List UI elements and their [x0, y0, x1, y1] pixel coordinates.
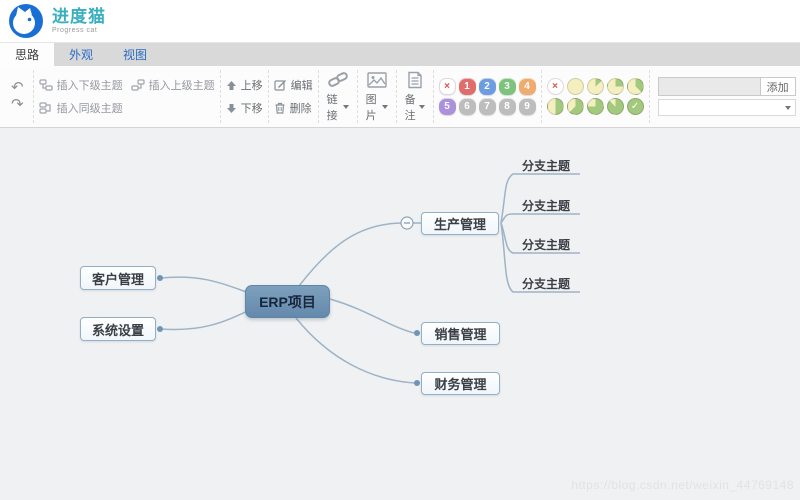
edit-delete-group: 编辑 删除 [269, 70, 319, 123]
priority-1-badge[interactable]: 1 [458, 78, 476, 95]
progress-25-icon[interactable] [606, 78, 624, 95]
link-button[interactable]: 链接 [324, 71, 352, 123]
ribbon-tabbar: 思路 外观 视图 [0, 42, 800, 66]
insert-child-label: 插入下级主题 [56, 80, 123, 92]
link-group: 链接 [319, 70, 358, 123]
image-icon [366, 71, 387, 88]
progress-group: × ✓ [542, 70, 650, 123]
delete-label: 删除 [289, 103, 312, 115]
image-dropdown-caret-icon[interactable] [381, 104, 388, 112]
progress-pies: × ✓ [546, 78, 644, 115]
mindmap-node-sales[interactable]: 销售管理 [421, 322, 500, 345]
arrow-down-icon [226, 103, 236, 113]
redo-icon[interactable]: ↷ [11, 96, 24, 113]
connector-dot [414, 380, 420, 386]
mindmap-node-customer[interactable]: 客户管理 [80, 266, 156, 290]
insert-group: 插入下级主题 插入上级主题 插入同级主题 [34, 70, 221, 123]
priority-9-badge[interactable]: 9 [518, 98, 536, 115]
connector-dot [157, 275, 163, 281]
note-document-icon [407, 71, 422, 88]
add-topic-button[interactable]: 添加 [759, 77, 796, 96]
progress-clear-icon[interactable]: × [546, 78, 564, 95]
delete-button[interactable]: 删除 [274, 98, 313, 118]
connector-dot [414, 330, 420, 336]
add-topic-group: 添加 [650, 70, 800, 123]
priority-6-badge[interactable]: 6 [458, 98, 476, 115]
progress-37-icon[interactable] [626, 78, 644, 95]
progress-50-icon[interactable] [546, 98, 564, 115]
insert-parent-label: 插入上级主题 [148, 80, 215, 92]
header: 进度猫 Progress cat [0, 0, 800, 42]
priority-2-badge[interactable]: 2 [478, 78, 496, 95]
branch-topic-2[interactable]: 分支主题 [521, 199, 570, 213]
move-up-label: 上移 [240, 80, 263, 92]
tab-view[interactable]: 视图 [123, 48, 148, 62]
tab-ideas[interactable]: 思路 [0, 43, 55, 66]
undo-redo-group: ↶ ↷ [2, 70, 34, 123]
image-label: 图片 [365, 93, 377, 122]
move-down-label: 下移 [240, 103, 263, 115]
add-topic-input[interactable] [657, 77, 760, 96]
link-label: 链接 [326, 93, 338, 122]
progress-75-icon[interactable] [586, 98, 604, 115]
progress-12-icon[interactable] [586, 78, 604, 95]
progress-62-icon[interactable] [566, 98, 584, 115]
tab-appearance[interactable]: 外观 [69, 48, 94, 62]
mindmap-node-production[interactable]: 生产管理 [421, 212, 499, 235]
insert-sibling-label: 插入同级主题 [56, 103, 123, 115]
link-dropdown-caret-icon[interactable] [342, 104, 349, 112]
brand-name: 进度猫 [52, 7, 106, 26]
priority-clear-icon[interactable]: × [438, 78, 456, 95]
insert-sibling-icon [38, 102, 51, 114]
mindmap-canvas[interactable]: ERP项目 客户管理 系统设置 生产管理 销售管理 财务管理 分支主题 分支主题… [0, 128, 800, 500]
image-button[interactable]: 图片 [363, 71, 391, 123]
move-up-button[interactable]: 上移 [226, 75, 263, 95]
insert-child-topic-button[interactable]: 插入下级主题 [38, 75, 123, 95]
progress-100-check-icon[interactable]: ✓ [626, 98, 644, 115]
topic-select-dropdown[interactable] [657, 99, 796, 116]
note-group: 备注 [397, 70, 434, 123]
mindmap-node-system[interactable]: 系统设置 [80, 317, 156, 341]
note-dropdown-caret-icon[interactable] [418, 104, 425, 112]
move-group: 上移 下移 [221, 70, 269, 123]
link-chain-icon [327, 71, 348, 87]
edit-button[interactable]: 编辑 [273, 75, 313, 95]
connector-dot [157, 326, 163, 332]
priority-group: × 1 2 3 4 5 6 7 8 9 [434, 70, 542, 123]
mindmap-root-node[interactable]: ERP项目 [245, 285, 330, 318]
branch-topic-3[interactable]: 分支主题 [521, 238, 570, 252]
priority-5-badge[interactable]: 5 [438, 98, 456, 115]
edit-pencil-icon [273, 80, 286, 91]
priority-8-badge[interactable]: 8 [498, 98, 516, 115]
mindmap-node-finance[interactable]: 财务管理 [421, 372, 500, 395]
branch-topic-1[interactable]: 分支主题 [521, 159, 570, 173]
note-label: 备注 [404, 93, 416, 122]
edit-label: 编辑 [290, 80, 313, 92]
priority-3-badge[interactable]: 3 [498, 78, 516, 95]
toolbar: ↶ ↷ 插入下级主题 插入上级主题 插入同级主题 [0, 66, 800, 128]
note-button[interactable]: 备注 [402, 71, 428, 123]
undo-icon[interactable]: ↶ [11, 79, 24, 96]
mindmap-connections [157, 173, 580, 386]
progress-cat-logo-icon [9, 4, 43, 38]
priority-badges: × 1 2 3 4 5 6 7 8 9 [438, 78, 536, 115]
collapse-minus-icon[interactable] [400, 216, 414, 230]
brand-tagline: Progress cat [52, 27, 98, 34]
progress-87-icon[interactable] [606, 98, 624, 115]
insert-parent-icon [130, 79, 145, 91]
watermark-text: https://blog.csdn.net/weixin_44769148 [571, 478, 794, 492]
priority-4-badge[interactable]: 4 [518, 78, 536, 95]
insert-child-icon [38, 79, 53, 91]
progress-0-icon[interactable] [566, 78, 584, 95]
move-down-button[interactable]: 下移 [226, 98, 263, 118]
select-caret-icon [784, 105, 791, 113]
insert-parent-topic-button[interactable]: 插入上级主题 [130, 75, 215, 95]
priority-7-badge[interactable]: 7 [478, 98, 496, 115]
insert-sibling-topic-button[interactable]: 插入同级主题 [38, 98, 123, 118]
arrow-up-icon [226, 80, 236, 90]
trash-icon [275, 102, 285, 114]
image-group: 图片 [358, 70, 397, 123]
branch-topic-4[interactable]: 分支主题 [521, 277, 570, 291]
